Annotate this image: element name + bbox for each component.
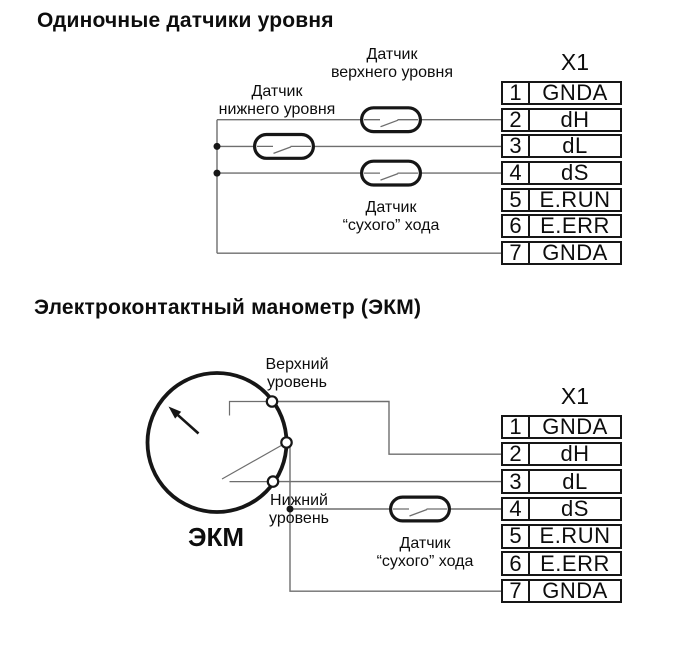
terminal-label: E.ERR	[540, 550, 610, 576]
dry-run-switch-symbol-2	[389, 495, 451, 523]
terminal-label: dL	[562, 468, 588, 494]
terminal-number: 3	[503, 470, 530, 492]
terminal-label: GNDA	[542, 578, 608, 604]
terminal-row: 7 GNDA	[501, 240, 622, 266]
terminal-number: 4	[503, 498, 530, 520]
terminal-number: 1	[503, 416, 530, 437]
terminal-label: dS	[561, 160, 589, 186]
label-line: Датчик	[365, 199, 417, 216]
connector-name: X1	[560, 382, 590, 409]
terminal-number: 6	[503, 215, 530, 237]
terminal-label: dH	[560, 441, 590, 467]
connector-x1-bottom: X1 1 GNDA 2 dH 3 dL 4 dS 5 E.RUN	[501, 384, 622, 604]
terminal-number: 3	[503, 135, 530, 157]
label-line: Датчик	[399, 535, 451, 552]
terminal-label: E.RUN	[539, 186, 611, 212]
dry-run-switch-symbol	[360, 159, 422, 187]
terminal-rows: 1 GNDA 2 dH 3 dL 4 dS 5 E.RUN 6 E.ERR	[501, 81, 622, 266]
lower-level-label: Нижний уровень	[269, 492, 329, 527]
label-line: Датчик	[366, 46, 418, 63]
gauge-setpoint-contacts-lines	[221, 400, 287, 483]
terminal-label: GNDA	[542, 80, 608, 105]
upper-level-sensor-label: Датчик верхнего уровня	[331, 46, 453, 81]
junction-dot	[286, 505, 294, 513]
terminal-row: 3 dL	[501, 469, 622, 494]
terminal-number: 4	[503, 162, 530, 184]
label-line: верхнего уровня	[330, 63, 454, 81]
terminal-number: 6	[503, 552, 530, 574]
section1-title: Одиночные датчики уровня	[37, 9, 334, 32]
lower-level-switch-symbol	[253, 132, 315, 160]
terminal-label: GNDA	[542, 240, 608, 266]
terminal-number: 2	[503, 443, 530, 465]
label-line: уровень	[266, 373, 327, 391]
terminal-row: 6 E.ERR	[501, 213, 622, 239]
terminal-label: dS	[561, 495, 589, 521]
contact-terminal-upper	[265, 395, 279, 408]
terminal-row: 6 E.ERR	[501, 551, 622, 576]
terminal-row: 1 GNDA	[501, 81, 622, 105]
terminal-number: 5	[503, 188, 530, 210]
terminal-number: 7	[503, 580, 530, 602]
junction-dot	[213, 169, 221, 177]
terminal-row: 3 dL	[501, 133, 622, 159]
terminal-row: 2 dH	[501, 106, 622, 132]
label-line: “сухого” хода	[342, 216, 440, 234]
terminal-row: 5 E.RUN	[501, 524, 622, 549]
terminal-label: dH	[560, 106, 590, 132]
upper-level-switch-symbol	[360, 106, 422, 134]
terminal-number: 7	[503, 242, 530, 264]
upper-level-label: Верхний уровень	[266, 356, 329, 391]
terminal-number: 1	[503, 82, 530, 104]
contact-terminal-lower	[266, 475, 280, 488]
terminal-row: 2 dH	[501, 441, 622, 467]
terminal-row: 4 dS	[501, 495, 622, 522]
terminal-row: 7 GNDA	[501, 578, 622, 604]
section2-title: Электроконтактный манометр (ЭКМ)	[34, 296, 422, 319]
terminal-row: 5 E.RUN	[501, 186, 622, 212]
label-line: нижнего уровня	[218, 100, 336, 118]
junction-dot	[213, 142, 221, 150]
terminal-number: 2	[503, 108, 530, 130]
terminal-label: E.RUN	[539, 523, 611, 549]
label-line: Датчик	[251, 83, 303, 100]
lower-level-sensor-label: Датчик нижнего уровня	[219, 83, 336, 118]
label-line: “сухого” хода	[376, 552, 474, 570]
label-line: Верхний	[265, 356, 329, 373]
connector-x1-top: X1 1 GNDA 2 dH 3 dL 4 dS 5 E.RUN	[501, 49, 622, 266]
terminal-rows: 1 GNDA 2 dH 3 dL 4 dS 5 E.RUN 6 E.ERR	[501, 413, 622, 604]
label-line: уровень	[268, 509, 330, 527]
dry-run-sensor-label: Датчик “сухого” хода	[343, 199, 440, 234]
contact-terminal-common	[280, 436, 293, 449]
label-line: Нижний	[270, 492, 328, 509]
terminal-row: 1 GNDA	[501, 413, 622, 439]
terminal-label: dL	[562, 133, 588, 159]
connector-name: X1	[560, 49, 590, 75]
terminal-row: 4 dS	[501, 160, 622, 186]
terminal-number: 5	[503, 525, 530, 547]
gauge-circle	[145, 371, 289, 514]
terminal-label: E.ERR	[540, 213, 610, 239]
terminal-label: GNDA	[542, 413, 608, 439]
gauge-needle-icon	[168, 406, 200, 435]
dry-run-sensor-label-2: Датчик “сухого” хода	[377, 535, 474, 570]
gauge-label: ЭКМ	[187, 522, 245, 552]
